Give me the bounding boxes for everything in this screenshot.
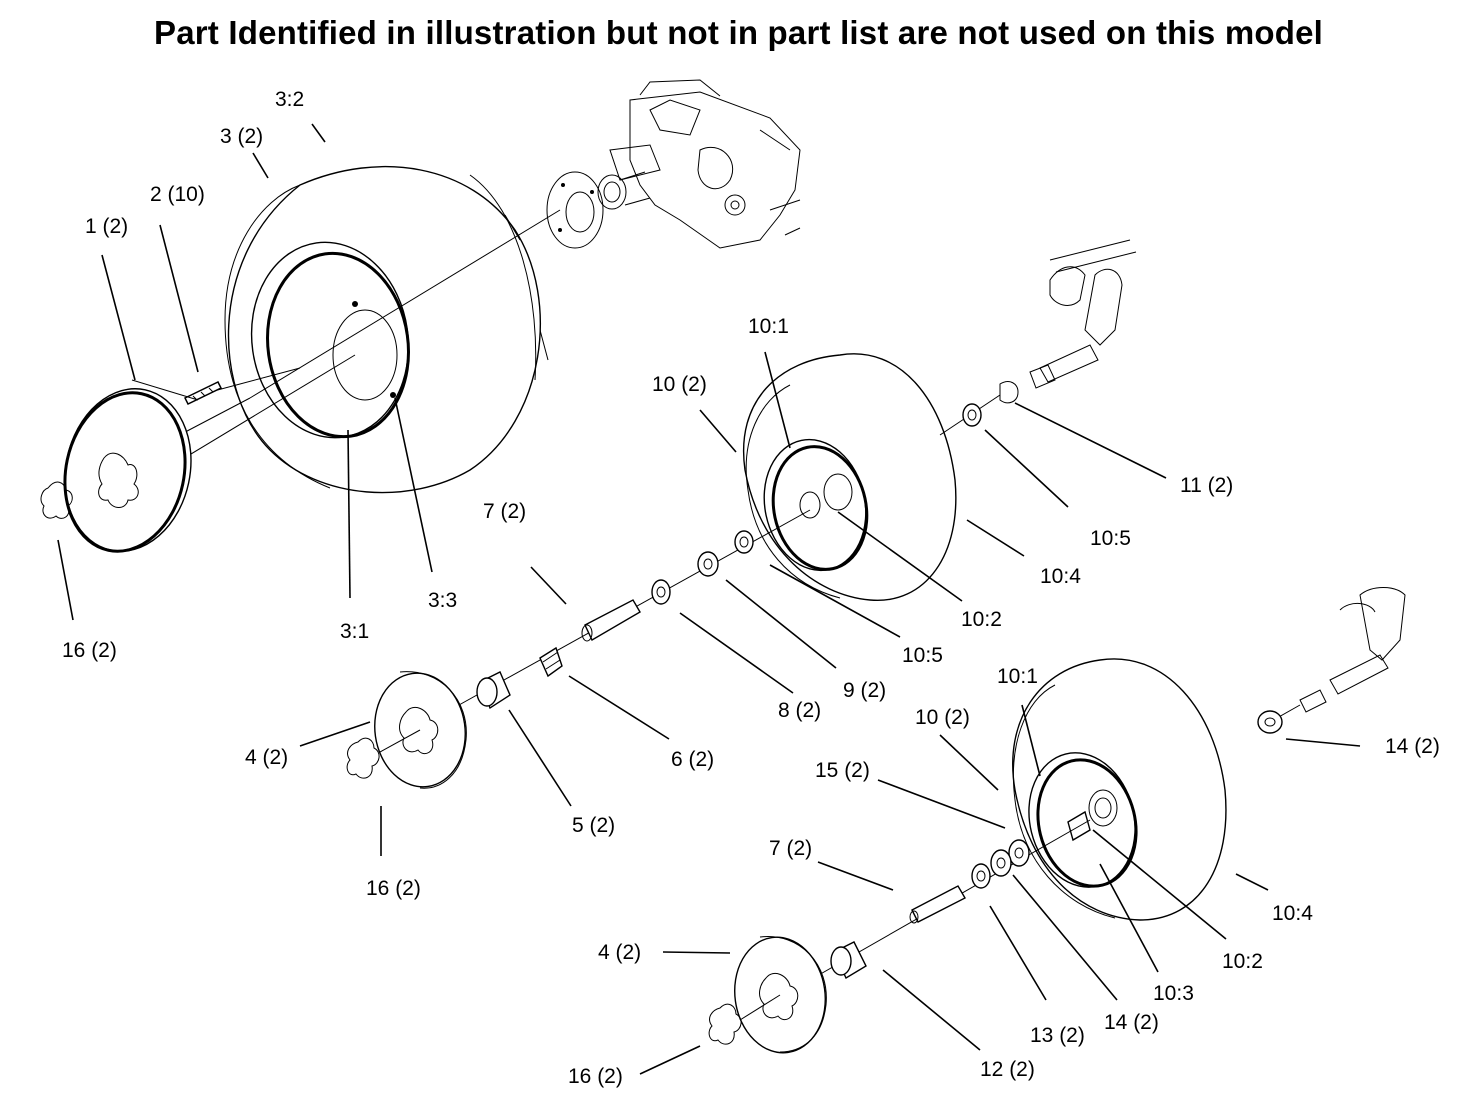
callout-7-upper: 7 (2) bbox=[483, 500, 526, 523]
callout-4-lower: 4 (2) bbox=[598, 941, 641, 964]
lug-bolt bbox=[183, 381, 223, 405]
callout-10-5-right: 10:5 bbox=[1090, 527, 1131, 550]
callout-3-2: 3:2 bbox=[275, 88, 304, 111]
callout-10-1-upper: 10:1 bbox=[748, 315, 789, 338]
lower-shaft-parts bbox=[809, 819, 1091, 981]
spindle-upper bbox=[939, 239, 1137, 436]
callout-14-lower: 14 (2) bbox=[1104, 1011, 1159, 1034]
callout-4-middle: 4 (2) bbox=[245, 746, 288, 769]
callout-16-middle: 16 (2) bbox=[366, 877, 421, 900]
callout-10-5-middle: 10:5 bbox=[902, 644, 943, 667]
rear-tire bbox=[224, 165, 549, 494]
callout-16-lower: 16 (2) bbox=[568, 1065, 623, 1088]
callout-6: 6 (2) bbox=[671, 748, 714, 771]
callout-5: 5 (2) bbox=[572, 814, 615, 837]
callout-14-right: 14 (2) bbox=[1385, 735, 1440, 758]
leader-lines bbox=[57, 123, 1361, 1075]
front-tire-lower bbox=[1012, 658, 1227, 921]
page-title: Part Identified in illustration but not … bbox=[153, 14, 1323, 51]
hub-cap-4-lower bbox=[708, 936, 827, 1054]
callout-12: 12 (2) bbox=[980, 1058, 1035, 1081]
transaxle-housing bbox=[546, 79, 801, 249]
callout-10-1-lower: 10:1 bbox=[997, 665, 1038, 688]
callout-labels: 3:2 3 (2) 2 (10) 1 (2) 16 (2) 3:1 3:3 10… bbox=[62, 88, 1440, 1088]
callout-7-lower: 7 (2) bbox=[769, 837, 812, 860]
callout-10-3: 10:3 bbox=[1153, 982, 1194, 1005]
callout-10-upper: 10 (2) bbox=[652, 373, 707, 396]
callout-13: 13 (2) bbox=[1030, 1024, 1085, 1047]
front-tire-upper bbox=[742, 353, 957, 601]
middle-shaft-parts bbox=[449, 509, 811, 711]
callout-11: 11 (2) bbox=[1180, 474, 1233, 497]
decal-16-upper bbox=[40, 452, 139, 519]
callout-3-1: 3:1 bbox=[340, 620, 369, 643]
callout-10-4-lower: 10:4 bbox=[1272, 902, 1313, 925]
callout-8: 8 (2) bbox=[778, 699, 821, 722]
callout-2: 2 (10) bbox=[150, 183, 205, 206]
callout-1: 1 (2) bbox=[85, 215, 128, 238]
callout-3-3: 3:3 bbox=[428, 589, 457, 612]
callout-10-2-upper: 10:2 bbox=[961, 608, 1002, 631]
callout-16-upper: 16 (2) bbox=[62, 639, 117, 662]
hub-cap-1 bbox=[63, 379, 199, 553]
callout-10-lower: 10 (2) bbox=[915, 706, 970, 729]
callout-9: 9 (2) bbox=[843, 679, 886, 702]
spindle-lower bbox=[1257, 587, 1406, 734]
callout-10-2-lower: 10:2 bbox=[1222, 950, 1263, 973]
hub-cap-4-middle bbox=[346, 671, 467, 789]
callout-15: 15 (2) bbox=[815, 759, 870, 782]
callout-3: 3 (2) bbox=[220, 125, 263, 148]
callout-10-4-upper: 10:4 bbox=[1040, 565, 1081, 588]
